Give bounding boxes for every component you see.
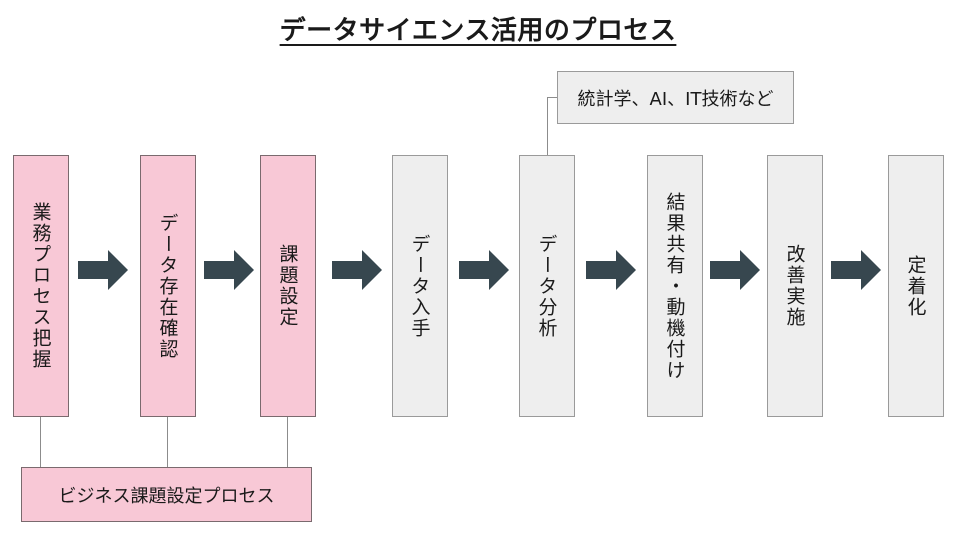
callout-label: 統計学、AI、IT技術など [577, 88, 774, 110]
business-issue-process-box: ビジネス課題設定プロセス [21, 467, 312, 522]
right-arrow-icon [831, 250, 881, 290]
step-establishment: 定着化 [888, 155, 944, 417]
step-business-process: 業務プロセス把握 [13, 155, 69, 417]
bracket-connector [167, 417, 168, 467]
right-arrow-icon [332, 250, 382, 290]
step-label: 定着化 [904, 254, 927, 318]
right-arrow-icon [204, 250, 254, 290]
step-label: 課題設定 [276, 244, 299, 328]
bracket-label: ビジネス課題設定プロセス [58, 485, 275, 507]
step-label: 改善実施 [783, 244, 806, 328]
step-label: データ入手 [408, 233, 431, 339]
callout-connector-vertical [547, 97, 548, 155]
step-data-acquisition: データ入手 [392, 155, 448, 417]
callout-connector-horizontal [547, 97, 557, 98]
bracket-connector [287, 417, 288, 467]
step-label: データ分析 [535, 233, 558, 339]
diagram-title: データサイエンス活用のプロセス [279, 16, 677, 46]
step-improvement: 改善実施 [767, 155, 823, 417]
right-arrow-icon [586, 250, 636, 290]
step-share-results: 結果共有・動機付け [647, 155, 703, 417]
callout-box: 統計学、AI、IT技術など [557, 71, 794, 124]
step-data-existence: データ存在確認 [140, 155, 196, 417]
step-data-analysis: データ分析 [519, 155, 575, 417]
step-issue-setting: 課題設定 [260, 155, 316, 417]
bracket-connector [40, 417, 41, 467]
step-label: データ存在確認 [156, 212, 179, 360]
step-label: 業務プロセス把握 [29, 202, 52, 370]
right-arrow-icon [459, 250, 509, 290]
step-label: 結果共有・動機付け [663, 191, 686, 381]
right-arrow-icon [78, 250, 128, 290]
right-arrow-icon [710, 250, 760, 290]
